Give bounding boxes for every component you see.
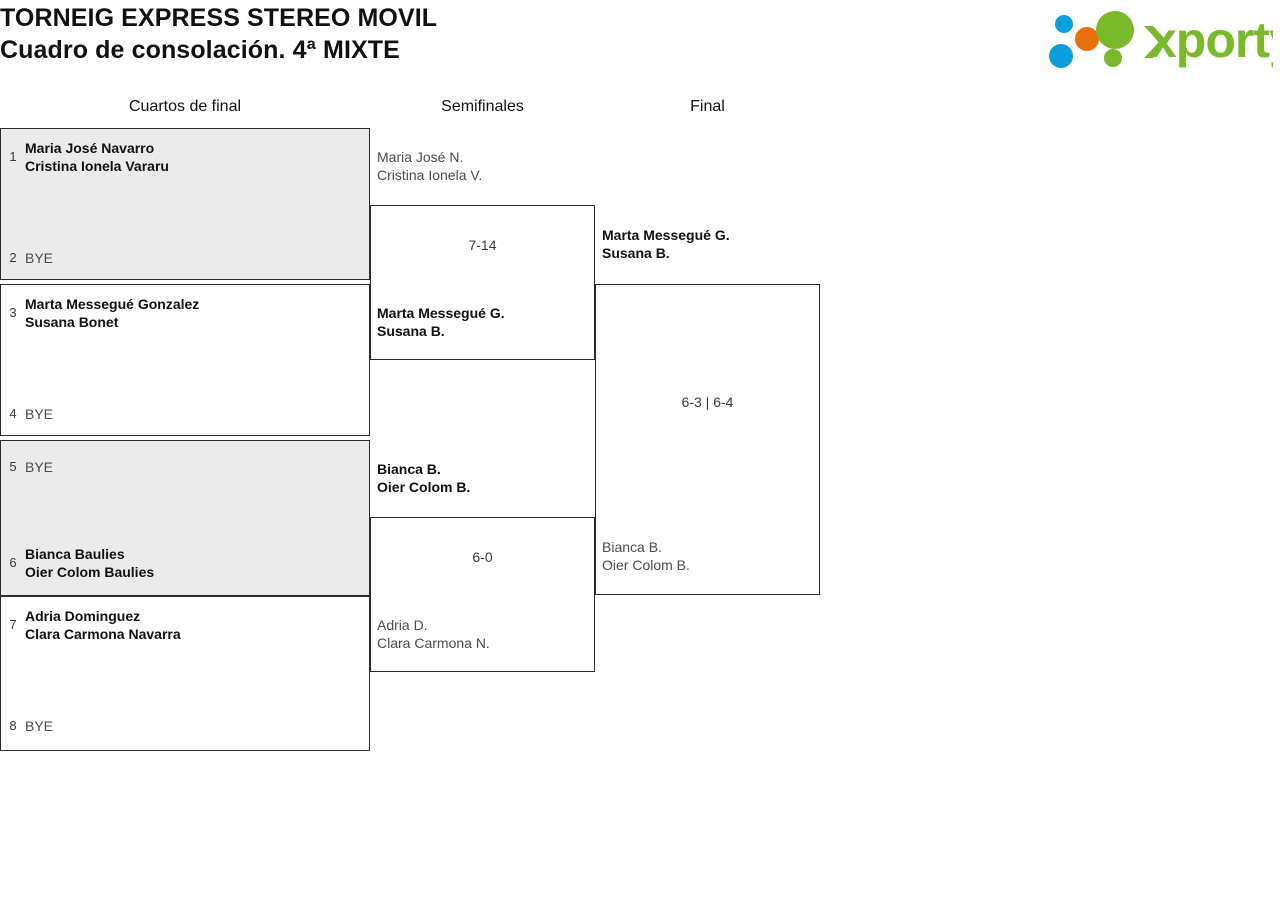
seed-number: 5 (9, 459, 17, 474)
bye-label: BYE (25, 718, 54, 734)
bye-label: BYE (25, 406, 54, 422)
logo-dot-orange (1075, 27, 1099, 51)
sf1-top-player-names: Maria José N. Cristina Ionela V. (377, 149, 483, 183)
bracket-entry: 7 Adria Dominguez Clara Carmona Navarra (1, 605, 369, 645)
page-header: TORNEIG EXPRESS STEREO MOVIL Cuadro de c… (0, 0, 1280, 92)
player-names: Marta Messegué Gonzalez Susana Bonet (25, 296, 200, 330)
sf1-score: 7-14 (468, 237, 497, 253)
player-names: Maria José Navarro Cristina Ionela Varar… (25, 140, 169, 174)
bye-label: BYE (25, 250, 54, 266)
bracket-entry: 5 BYE (1, 457, 369, 477)
sf2-score: 6-0 (472, 549, 493, 565)
player-names: Bianca Baulies Oier Colom Baulies (25, 546, 155, 580)
match-box-r1-m1[interactable]: 1 Maria José Navarro Cristina Ionela Var… (0, 128, 370, 280)
final-score: 6-3 | 6-4 (681, 394, 734, 410)
bracket-entry: 3 Marta Messegué Gonzalez Susana Bonet (1, 293, 369, 333)
seed-number: 3 (9, 305, 17, 320)
logo-dot-blue-top (1055, 15, 1073, 33)
logo-dot-blue-bottom (1049, 44, 1073, 68)
logo-dot-green-large (1096, 11, 1134, 49)
sf2-bottom-player-names: Adria D. Clara Carmona N. (377, 617, 490, 651)
bracket-subtitle: Cuadro de consolación. 4ª MIXTE (0, 36, 400, 64)
player-names: Adria Dominguez Clara Carmona Navarra (25, 608, 181, 642)
seed-number: 6 (9, 555, 17, 570)
round-header-semifinals: Semifinales (441, 98, 524, 115)
sf1-bottom-player-names: Marta Messegué G. Susana B. (377, 305, 505, 339)
seed-number: 1 (9, 149, 17, 164)
tournament-title: TORNEIG EXPRESS STEREO MOVIL (0, 4, 438, 32)
sf2-top-player-names: Bianca B. Oier Colom B. (377, 461, 471, 495)
match-box-r1-m2[interactable]: 3 Marta Messegué Gonzalez Susana Bonet 4… (0, 284, 370, 436)
bye-label: BYE (25, 459, 54, 475)
logo-dot-green-small (1104, 49, 1122, 67)
bracket-entry: 6 Bianca Baulies Oier Colom Baulies (1, 543, 369, 583)
xporty-logo[interactable]: xporty (1041, 6, 1273, 68)
seed-number: 2 (9, 250, 17, 265)
match-box-r1-m3[interactable]: 5 BYE 6 Bianca Baulies Oier Colom Baulie… (0, 440, 370, 596)
logo-chevron (1144, 26, 1168, 58)
bracket-entry: 2 BYE (1, 248, 369, 268)
final-top-player-names: Marta Messegué G. Susana B. (602, 227, 730, 261)
final-bottom-player-names: Bianca B. Oier Colom B. (602, 539, 690, 573)
round-header-quarterfinals: Cuartos de final (128, 98, 242, 115)
match-box-r1-m4[interactable]: 7 Adria Dominguez Clara Carmona Navarra … (0, 596, 370, 751)
match-box-final[interactable]: 6-3 | 6-4 (595, 284, 820, 595)
seed-number: 4 (9, 406, 17, 421)
bracket-entry: 1 Maria José Navarro Cristina Ionela Var… (1, 137, 369, 177)
match-box-sf2[interactable]: 6-0 (370, 517, 595, 672)
bracket-entry: 8 BYE (1, 716, 369, 736)
bracket-entry: 4 BYE (1, 404, 369, 424)
seed-number: 7 (9, 617, 17, 632)
match-box-sf1[interactable]: 7-14 (370, 205, 595, 360)
svg-text:xporty: xporty (1149, 12, 1273, 68)
seed-number: 8 (9, 718, 17, 733)
title-block: TORNEIG EXPRESS STEREO MOVIL Cuadro de c… (0, 2, 900, 66)
round-header-final: Final (690, 98, 725, 115)
